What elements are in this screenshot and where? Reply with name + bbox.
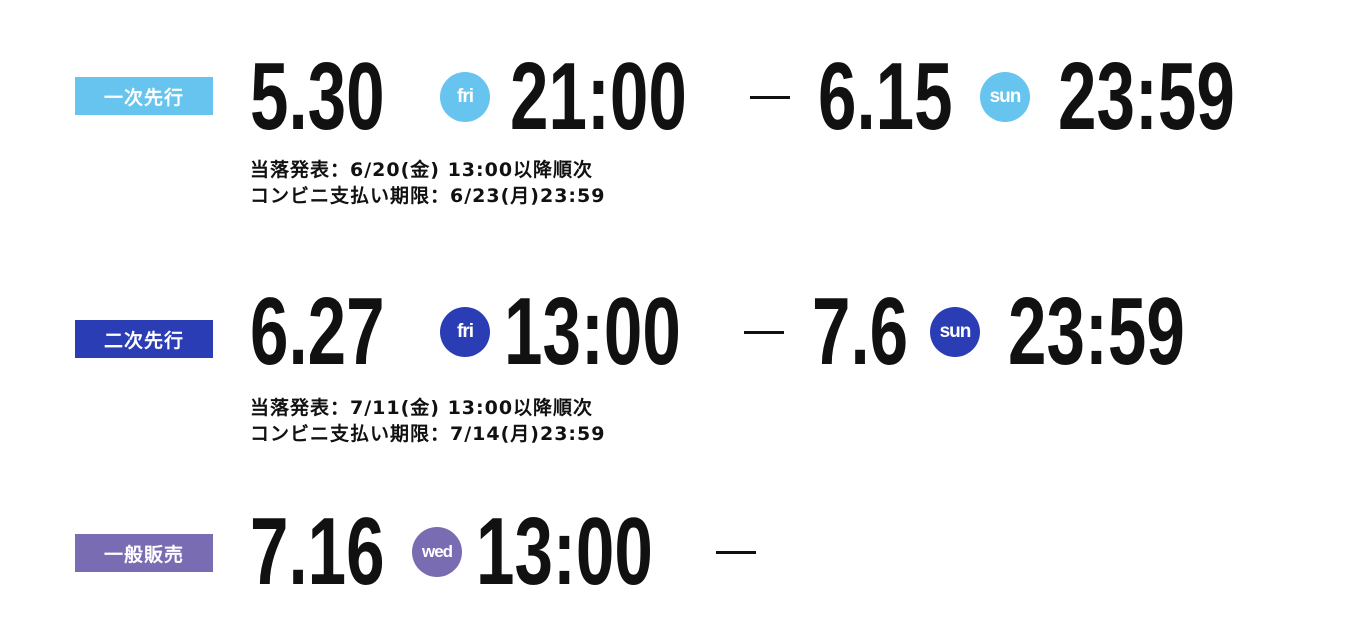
sale-period-second: 6.27 fri 13:00 7.6 sun 23:59: [250, 282, 1230, 382]
end-time: 23:59: [1008, 278, 1185, 385]
day-badge-end: sun: [930, 307, 980, 357]
sale-label-first: 一次先行: [75, 77, 213, 115]
day-badge-end: sun: [980, 72, 1030, 122]
start-time: 13:00: [504, 278, 681, 385]
sale-label-general: 一般販売: [75, 534, 213, 572]
payment-deadline-note: コンビニ支払い期限：6/23(月)23:59: [250, 185, 606, 207]
payment-deadline-note: コンビニ支払い期限：7/14(月)23:59: [250, 423, 606, 445]
day-badge-start: fri: [440, 307, 490, 357]
sale-notes-first: 当落発表：6/20(金) 13:00以降順次 コンビニ支払い期限：6/23(月)…: [250, 157, 605, 209]
start-time: 21:00: [510, 43, 687, 150]
sale-label-second: 二次先行: [75, 320, 213, 358]
range-dash: [744, 330, 784, 334]
start-date: 5.30: [250, 43, 385, 150]
sale-notes-second: 当落発表：7/11(金) 13:00以降順次 コンビニ支払い期限：7/14(月)…: [250, 395, 605, 447]
range-dash: [716, 550, 756, 554]
sale-period-first: 5.30 fri 21:00 6.15 sun 23:59: [250, 47, 1280, 147]
start-date: 7.16: [250, 498, 385, 605]
end-time: 23:59: [1058, 43, 1235, 150]
range-dash: [750, 95, 790, 99]
day-badge-start: fri: [440, 72, 490, 122]
start-time: 13:00: [476, 498, 653, 605]
end-date: 6.15: [818, 43, 953, 150]
sale-period-general: 7.16 wed 13:00: [250, 502, 756, 602]
end-date: 7.6: [812, 278, 909, 385]
start-date: 6.27: [250, 278, 385, 385]
day-badge-start: wed: [412, 527, 462, 577]
announcement-note: 当落発表：6/20(金) 13:00以降順次: [250, 159, 594, 181]
announcement-note: 当落発表：7/11(金) 13:00以降順次: [250, 397, 594, 419]
